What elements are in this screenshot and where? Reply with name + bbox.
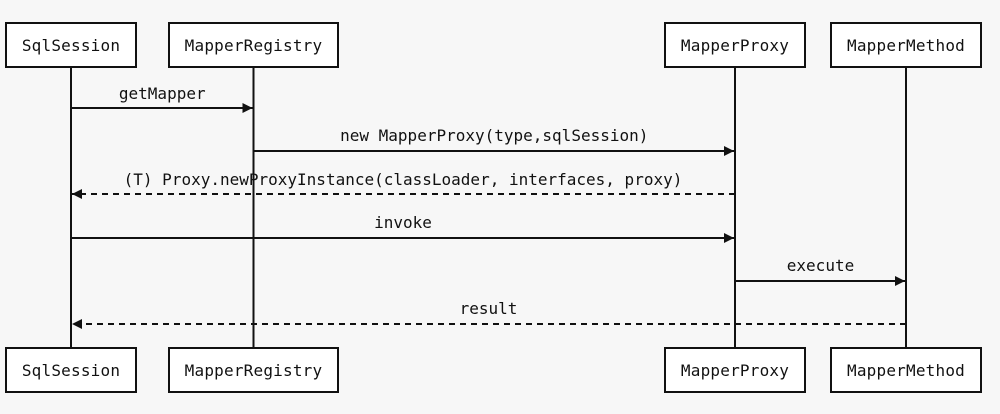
message-newproxyinstance-label: (T) Proxy.newProxyInstance(classLoader, … xyxy=(123,170,683,189)
participant-top-mapperproxy: MapperProxy xyxy=(664,22,806,68)
message-result-label: result xyxy=(459,299,518,318)
participant-top-mapperregistry: MapperRegistry xyxy=(168,22,339,68)
participant-top-sqlsession: SqlSession xyxy=(5,22,137,68)
participant-bottom-mapperproxy: MapperProxy xyxy=(664,347,806,393)
message-execute-label: execute xyxy=(786,256,855,275)
message-new-mapperproxy-label: new MapperProxy(type,sqlSession) xyxy=(340,126,649,145)
message-getmapper-label: getMapper xyxy=(118,84,206,103)
participant-bottom-mapperregistry: MapperRegistry xyxy=(168,347,339,393)
message-invoke-label: invoke xyxy=(374,213,432,232)
participant-top-mappermethod: MapperMethod xyxy=(830,22,982,68)
participant-bottom-sqlsession: SqlSession xyxy=(5,347,137,393)
participant-bottom-mappermethod: MapperMethod xyxy=(830,347,982,393)
